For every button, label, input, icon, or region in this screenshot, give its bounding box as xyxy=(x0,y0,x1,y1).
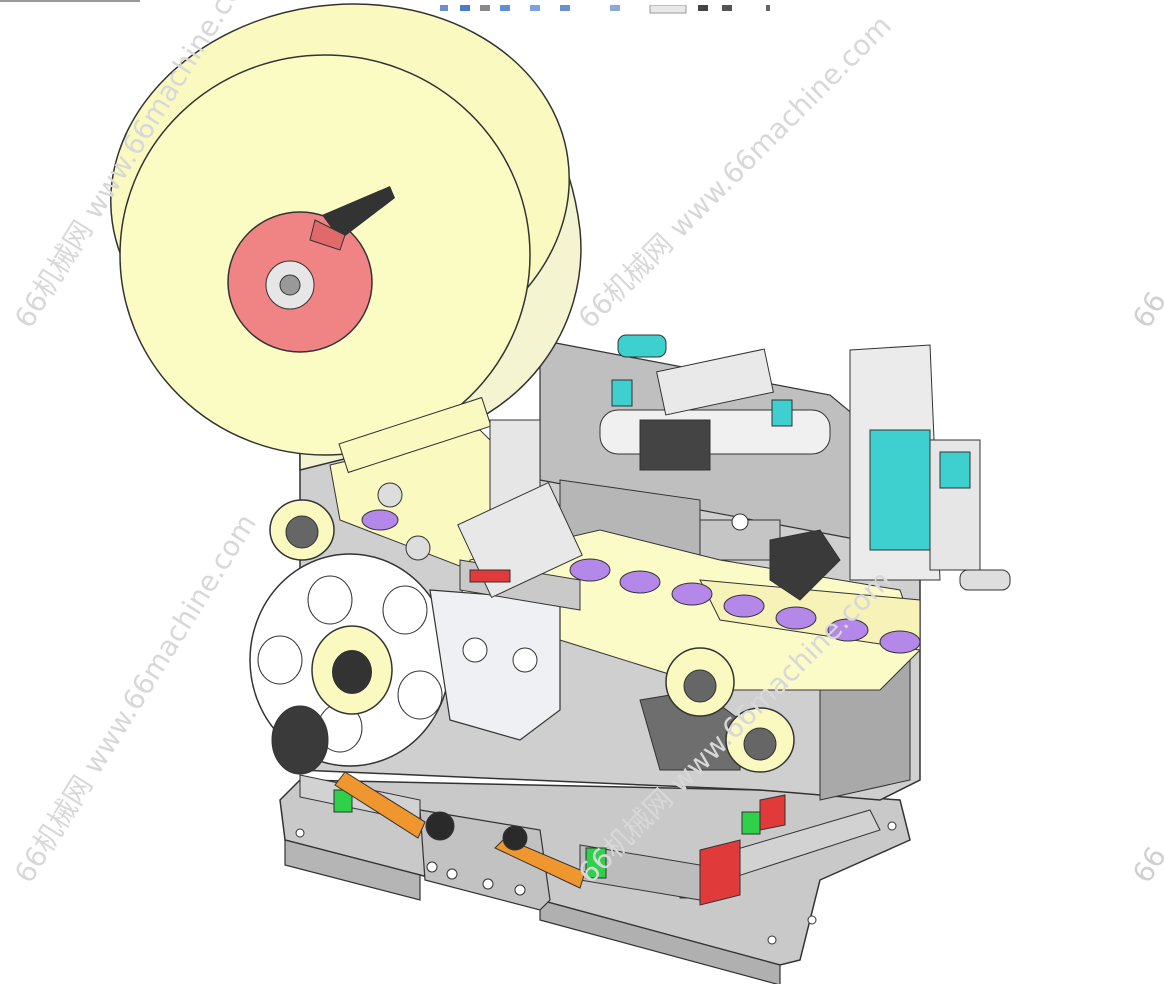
guide-roller-front-2 xyxy=(725,707,795,773)
guide-roller-top xyxy=(338,396,492,561)
watermark-partial: 66 xyxy=(1126,841,1164,889)
watermark-text: 66机械网 www.66machine.com xyxy=(8,508,263,889)
lever-left[interactable] xyxy=(334,771,455,841)
pneumatic-cylinder-top xyxy=(599,334,831,471)
toolbar-icon-strip xyxy=(440,0,780,14)
brake-knob xyxy=(271,705,329,775)
toolbar-icon xyxy=(500,5,510,11)
watermark-text: 66机械网 www.66machine.com xyxy=(572,9,898,335)
watermark-partial: 66 xyxy=(1126,286,1164,334)
toolbar-icon xyxy=(530,5,540,11)
top-edge-line xyxy=(0,0,140,2)
linear-rail-right xyxy=(579,794,881,906)
guide-roller-left xyxy=(269,499,335,561)
toolbar-icon xyxy=(766,5,770,11)
side-actuator xyxy=(849,344,1011,591)
toolbar-icon xyxy=(610,5,620,11)
toolbar-icon xyxy=(560,5,570,11)
toolbar-icon xyxy=(460,5,470,11)
roll-clamp-handle xyxy=(322,186,395,240)
toolbar-icon xyxy=(698,5,708,11)
vertical-guide xyxy=(457,419,583,599)
lever-right[interactable] xyxy=(494,825,586,889)
toolbar-icon xyxy=(722,5,732,11)
guide-roller-front-1 xyxy=(665,647,735,717)
rewind-wheel xyxy=(249,553,451,775)
toolbar-icon xyxy=(440,5,448,11)
toolbar-icon xyxy=(480,5,490,11)
label-sensor xyxy=(769,529,841,601)
toolbar-icon xyxy=(649,4,687,14)
label-roll xyxy=(110,3,582,471)
